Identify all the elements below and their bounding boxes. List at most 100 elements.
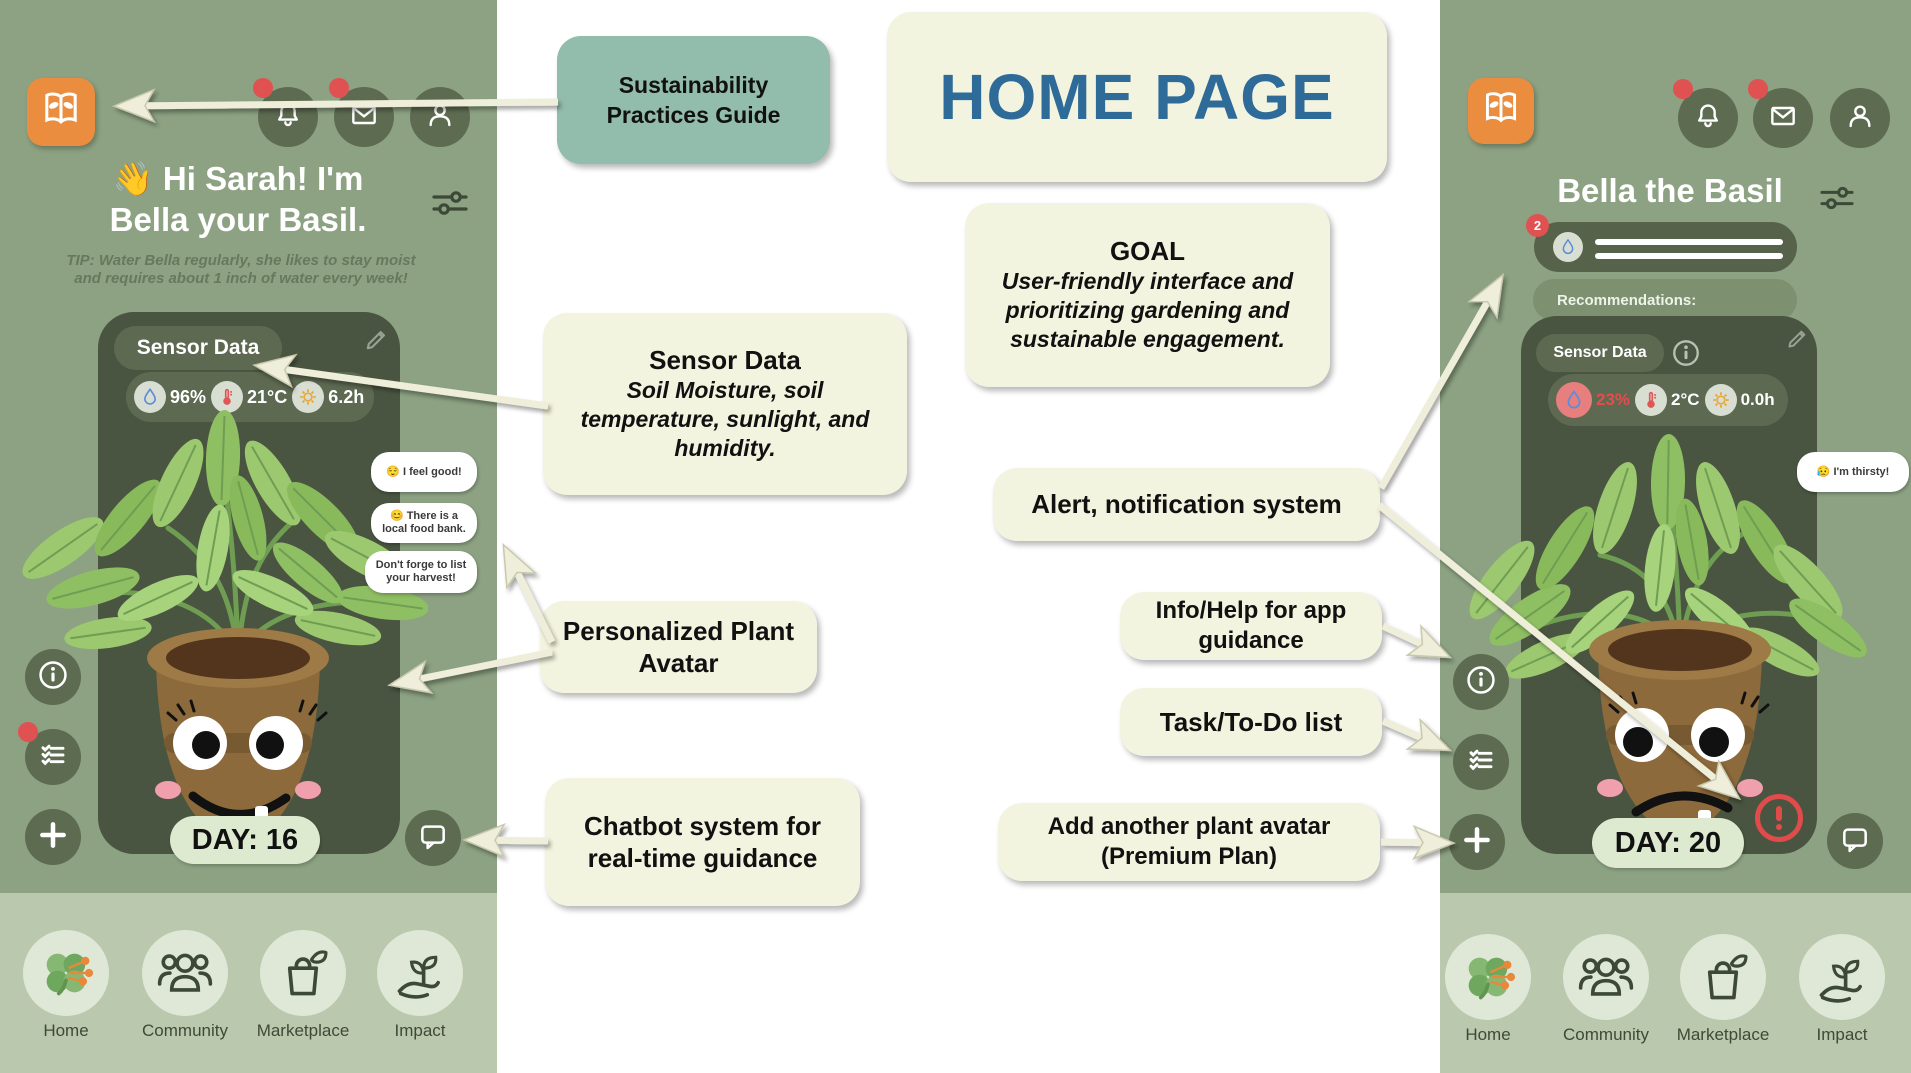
notification-dot bbox=[329, 78, 349, 98]
goal-heading: GOAL bbox=[1109, 236, 1186, 266]
nav-community[interactable]: Community bbox=[125, 930, 245, 1041]
nav-marketplace[interactable]: Marketplace bbox=[243, 930, 363, 1041]
bell-icon bbox=[272, 99, 304, 136]
exclamation-bar bbox=[1776, 806, 1782, 821]
right-phone-screen: Bella the Basil 2 Recommendations: Senso… bbox=[1440, 0, 1911, 1073]
community-people-icon bbox=[1563, 934, 1649, 1020]
sustainability-guide-button[interactable] bbox=[27, 78, 95, 146]
filter-settings-icon[interactable] bbox=[430, 186, 470, 225]
moisture-value: 96% bbox=[170, 386, 207, 407]
sensor-info-icon[interactable] bbox=[1670, 337, 1702, 374]
impact-hand-plant-icon bbox=[1799, 934, 1885, 1020]
profile-button[interactable] bbox=[410, 87, 470, 147]
chat-bubble: 😥 I'm thirsty! bbox=[1797, 452, 1909, 492]
sustainability-guide-button[interactable] bbox=[1468, 78, 1534, 144]
nav-impact[interactable]: Impact bbox=[360, 930, 480, 1041]
person-icon bbox=[424, 99, 456, 136]
nav-label: Home bbox=[43, 1021, 89, 1040]
temperature-icon bbox=[211, 381, 244, 413]
notification-dot bbox=[1748, 79, 1768, 99]
alert-exclamation-badge[interactable] bbox=[1755, 794, 1803, 842]
plant-name-title: Bella the Basil bbox=[1557, 172, 1783, 209]
filter-settings-icon[interactable] bbox=[1818, 182, 1856, 219]
nav-label: Marketplace bbox=[256, 1021, 350, 1040]
add-plant-button[interactable] bbox=[1449, 814, 1505, 870]
edit-pencil-icon[interactable] bbox=[362, 326, 390, 359]
profile-button[interactable] bbox=[1830, 88, 1890, 148]
community-people-icon bbox=[142, 930, 228, 1016]
notification-count-badge: 2 bbox=[1526, 214, 1549, 237]
temperature-icon bbox=[1635, 384, 1668, 416]
water-drop-icon bbox=[1553, 232, 1583, 262]
day-counter: DAY: 20 bbox=[1592, 818, 1744, 868]
chat-bubble: 😊 There is a local food bank. bbox=[371, 503, 477, 543]
chatbot-button[interactable] bbox=[405, 810, 461, 866]
chat-bubble-icon bbox=[1839, 823, 1871, 860]
greeting-line2: Bella your Basil. bbox=[109, 201, 367, 238]
annotation-chatbot: Chatbot system for real-time guidance bbox=[545, 778, 860, 906]
nav-label: Community bbox=[1563, 1025, 1649, 1044]
info-icon bbox=[1464, 663, 1498, 702]
greeting-title: 👋 Hi Sarah! I'm Bella your Basil. bbox=[38, 158, 438, 240]
sunlight-icon bbox=[1704, 384, 1737, 416]
mail-icon bbox=[348, 99, 380, 136]
chat-bubble: Don't forge to list your harvest! bbox=[365, 551, 477, 593]
sensor-data-tab: Sensor Data bbox=[114, 326, 282, 370]
moisture-drop-icon bbox=[134, 381, 166, 413]
notifications-button[interactable] bbox=[1678, 88, 1738, 148]
nav-label: Community bbox=[142, 1021, 228, 1040]
add-plant-button[interactable] bbox=[25, 809, 81, 865]
nav-label: Marketplace bbox=[1676, 1025, 1770, 1044]
plus-icon bbox=[1460, 823, 1494, 862]
nav-home[interactable]: Home bbox=[6, 930, 126, 1041]
annotation-add-plant: Add another plant avatar (Premium Plan) bbox=[998, 803, 1380, 881]
checklist-icon bbox=[1465, 744, 1497, 781]
sensor-data-tab: Sensor Data bbox=[1536, 334, 1664, 372]
nav-label: Home bbox=[1465, 1025, 1511, 1044]
page-title: HOME PAGE bbox=[887, 12, 1387, 182]
left-phone-screen: 👋 Hi Sarah! I'm Bella your Basil. TIP: W… bbox=[0, 0, 497, 1073]
temperature-value: 2°C bbox=[1671, 390, 1700, 409]
sunlight-value: 0.0h bbox=[1740, 390, 1775, 409]
notifications-button[interactable] bbox=[258, 87, 318, 147]
recommendations-header[interactable]: Recommendations: bbox=[1533, 279, 1797, 321]
nav-home[interactable]: Home bbox=[1428, 934, 1548, 1045]
home-clover-icon bbox=[23, 930, 109, 1016]
sensor-readings-row[interactable]: 23% 2°C 0.0h bbox=[1548, 374, 1788, 426]
notification-dot bbox=[253, 78, 273, 98]
goal-body: User-friendly interface and prioritizing… bbox=[1001, 268, 1294, 352]
info-button[interactable] bbox=[1453, 654, 1509, 710]
annotation-task-list: Task/To-Do list bbox=[1120, 688, 1382, 756]
info-icon bbox=[36, 658, 70, 697]
annotation-sensor-data: Sensor Data Soil Moisture, soil temperat… bbox=[543, 313, 907, 495]
annotation-info-help: Info/Help for app guidance bbox=[1120, 592, 1382, 660]
plant-avatar-illustration bbox=[22, 410, 428, 848]
task-alert-dot bbox=[18, 722, 38, 742]
annotation-alert-system: Alert, notification system bbox=[993, 468, 1380, 541]
notification-dot bbox=[1673, 79, 1693, 99]
messages-button[interactable] bbox=[1753, 88, 1813, 148]
annotation-goal: GOAL User-friendly interface and priorit… bbox=[965, 203, 1330, 387]
placeholder-text-line bbox=[1595, 253, 1783, 259]
day-counter: DAY: 16 bbox=[170, 816, 320, 864]
edit-pencil-icon[interactable] bbox=[1784, 326, 1810, 357]
plus-icon bbox=[36, 818, 70, 857]
task-list-button[interactable] bbox=[1453, 734, 1509, 790]
chatbot-button[interactable] bbox=[1827, 813, 1883, 869]
annotation-sustainability-guide: Sustainability Practices Guide bbox=[557, 36, 830, 164]
home-clover-icon bbox=[1445, 934, 1531, 1020]
exclamation-dot bbox=[1776, 824, 1782, 830]
marketplace-bag-icon bbox=[260, 930, 346, 1016]
book-leaf-icon bbox=[1479, 87, 1523, 136]
nav-impact[interactable]: Impact bbox=[1782, 934, 1902, 1045]
info-button[interactable] bbox=[25, 649, 81, 705]
care-tip-text: TIP: Water Bella regularly, she likes to… bbox=[66, 252, 416, 287]
book-leaf-icon bbox=[38, 87, 84, 138]
sensor-body: Soil Moisture, soil temperature, sunligh… bbox=[580, 377, 870, 461]
messages-button[interactable] bbox=[334, 87, 394, 147]
sensor-heading: Sensor Data bbox=[649, 345, 801, 375]
nav-marketplace[interactable]: Marketplace bbox=[1663, 934, 1783, 1045]
task-list-button[interactable] bbox=[25, 729, 81, 785]
nav-community[interactable]: Community bbox=[1546, 934, 1666, 1045]
